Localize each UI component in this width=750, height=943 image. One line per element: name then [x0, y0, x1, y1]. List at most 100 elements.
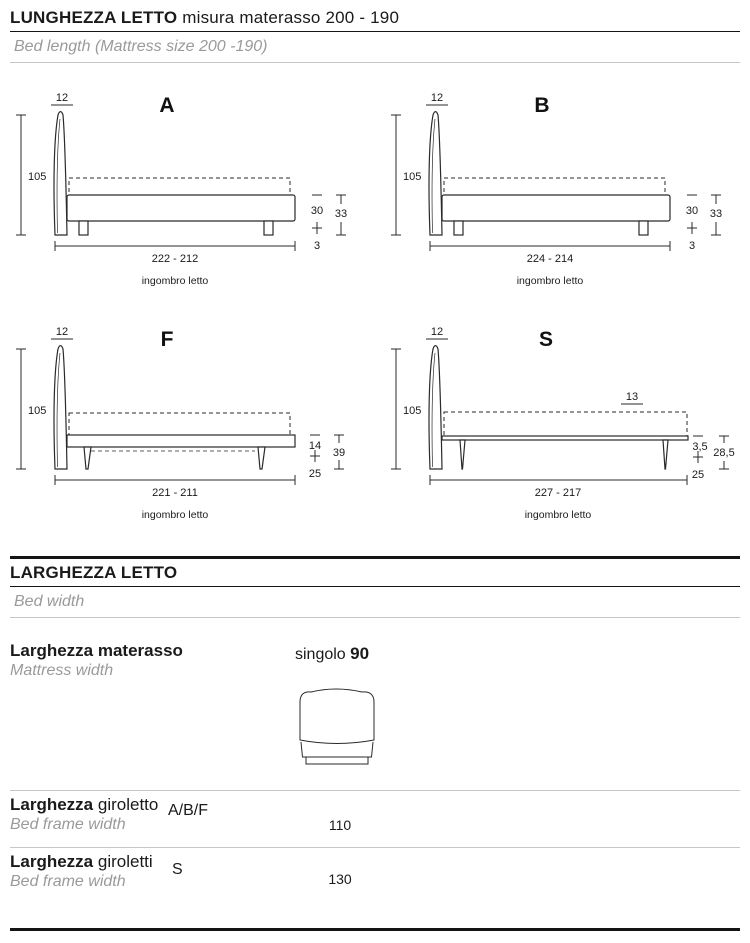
rule-under-width-title — [10, 586, 740, 587]
frame-s-label-en: Bed frame width — [10, 873, 126, 890]
mattress-outline — [68, 412, 291, 436]
side-dimensions: 30 3 33 — [311, 194, 347, 252]
height-label: 105 — [28, 405, 46, 417]
frame-abf-value: 110 — [328, 817, 352, 833]
headboard-width-label: 12 — [431, 92, 443, 104]
side-dim-total: 39 — [333, 447, 345, 459]
length-dimension: 224 - 214 ingombro letto — [429, 241, 671, 287]
side-dim-total: 33 — [335, 208, 347, 220]
footprint-caption: ingombro letto — [517, 275, 584, 287]
length-label: 227 - 217 — [535, 487, 581, 499]
footprint-caption: ingombro letto — [142, 509, 209, 521]
mattress-base — [305, 756, 369, 765]
length-section-title: LUNGHEZZA LETTO misura materasso 200 - 1… — [10, 8, 399, 28]
mattress-width-label-it: Larghezza materasso — [10, 641, 183, 660]
mattress-width-label-block: Larghezza materasso Mattress width — [10, 641, 183, 681]
frame-abf-label-en: Bed frame width — [10, 816, 126, 833]
length-dimension: 222 - 212 ingombro letto — [54, 241, 296, 287]
side-dimensions: 14 25 39 — [309, 434, 345, 480]
diagram-a: A 12 105 222 - 212 ingombro letto 30 3 — [16, 92, 347, 287]
frame-abf-variant: A/B/F — [168, 802, 209, 819]
mattress-outline — [443, 411, 688, 437]
length-dimension: 227 - 217 ingombro letto — [429, 475, 688, 521]
length-title-rest: misura materasso 200 - 190 — [177, 8, 400, 27]
rule-above-frame-s — [10, 847, 740, 848]
side-dim-1: 30 — [686, 205, 698, 217]
headboard-inner-line — [56, 118, 61, 234]
headboard-shape — [53, 111, 68, 236]
mattress-outline — [443, 177, 666, 196]
side-dimensions: 3,5 25 28,5 — [692, 435, 735, 481]
diagram-b: B 12 105 224 - 214 ingombro letto 30 3 — [391, 92, 722, 287]
mattress-body — [299, 688, 375, 744]
width-section-subtitle: Bed width — [14, 593, 85, 610]
headboard-inner-line — [56, 352, 61, 468]
bed-rail — [441, 435, 689, 441]
bed-foot-left — [78, 220, 89, 236]
bed-leg-right — [257, 446, 266, 470]
side-dim-total: 28,5 — [713, 447, 734, 459]
bed-foot-right — [638, 220, 649, 236]
frame-s-label-rest: giroletti — [93, 852, 153, 871]
frame-s-value: 130 — [328, 871, 352, 887]
side-dim-2: 25 — [692, 469, 704, 481]
bottom-rule — [10, 928, 740, 931]
height-label: 105 — [403, 171, 421, 183]
width-section-top-rule — [10, 556, 740, 559]
mattress-width-label-en: Mattress width — [10, 662, 114, 679]
headboard-shape — [53, 345, 68, 470]
height-dimension: 105 — [16, 348, 46, 470]
height-dimension: 105 — [391, 114, 421, 236]
length-section-subtitle: Bed length (Mattress size 200 -190) — [14, 38, 268, 55]
frame-abf-label-block: Larghezza giroletto Bed frame width — [10, 795, 158, 835]
diagram-f: F 12 105 221 - 211 ingombro letto 14 2 — [16, 326, 345, 521]
headboard-inner-line — [431, 118, 436, 234]
footprint-caption: ingombro letto — [142, 275, 209, 287]
mattress-width-value: singolo 90 — [295, 644, 369, 664]
headboard-width-label: 12 — [431, 326, 443, 338]
diagram-a-letter: A — [159, 94, 174, 117]
mattress-outline — [68, 177, 291, 196]
rail-height-label: 13 — [626, 391, 638, 403]
length-dimension: 221 - 211 ingombro letto — [54, 475, 296, 521]
rule-above-frame-abf — [10, 790, 740, 791]
headboard-inner-line — [431, 352, 436, 468]
side-dimensions: 30 3 33 — [686, 194, 722, 252]
bed-foot-left — [453, 220, 464, 236]
side-dim-1: 30 — [311, 205, 323, 217]
bed-leg-right — [662, 439, 669, 470]
length-label: 221 - 211 — [152, 487, 198, 499]
side-dim-2: 3 — [689, 240, 695, 252]
mattress-width-value-number: 90 — [350, 644, 370, 663]
length-label: 224 - 214 — [527, 253, 573, 265]
height-dimension: 105 — [16, 114, 46, 236]
diagram-b-letter: B — [534, 94, 549, 117]
headboard-width-label: 12 — [56, 92, 68, 104]
side-dim-2: 25 — [309, 468, 321, 480]
frame-s-label-block: Larghezza giroletti Bed frame width — [10, 852, 153, 892]
frame-abf-label-rest: giroletto — [93, 795, 159, 814]
side-dim-total: 33 — [710, 208, 722, 220]
mattress-width-value-prefix: singolo — [295, 646, 346, 663]
footprint-caption: ingombro letto — [525, 509, 592, 521]
frame-s-label-bold: Larghezza — [10, 852, 94, 871]
rule-under-length-title — [10, 31, 740, 32]
width-section-title: LARGHEZZA LETTO — [10, 563, 178, 582]
side-dim-1: 14 — [309, 440, 321, 452]
mattress-front-view — [299, 688, 375, 765]
rule-under-width-subtitle — [10, 617, 740, 618]
diagram-s: S 12 105 13 227 - 217 ingombro letto 3,5 — [391, 326, 735, 521]
height-label: 105 — [28, 171, 46, 183]
length-title-bold: LUNGHEZZA LETTO — [10, 8, 178, 27]
headboard-width-label: 12 — [56, 326, 68, 338]
mattress-lower-band — [300, 741, 374, 758]
bed-frame — [66, 434, 296, 448]
diagram-s-letter: S — [539, 328, 553, 351]
frame-abf-label-bold: Larghezza — [10, 795, 94, 814]
headboard-shape — [428, 111, 443, 236]
diagram-f-letter: F — [161, 328, 174, 351]
frame-s-variant: S — [172, 861, 183, 878]
bed-foot-right — [263, 220, 274, 236]
bed-frame — [66, 194, 296, 222]
